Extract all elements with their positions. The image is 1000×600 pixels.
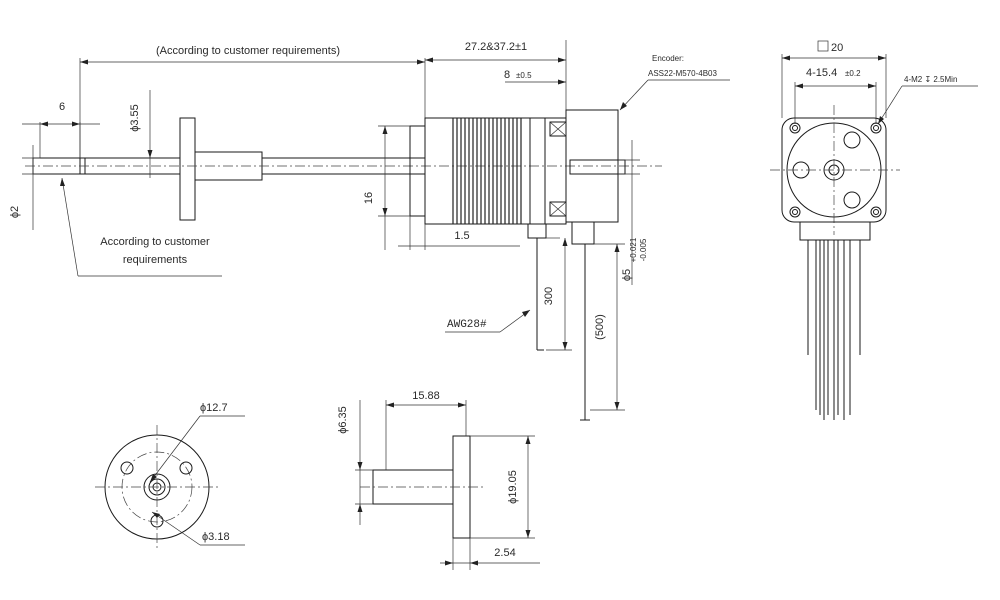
bearing-bottom bbox=[549, 201, 567, 217]
dim-1588: 15.88 bbox=[412, 390, 440, 402]
length-dim: 27.2&37.2±1 bbox=[465, 41, 527, 53]
customer-note-line2: requirements bbox=[123, 254, 188, 266]
thread-note: 4-M2 ↧ 2.5Min bbox=[904, 75, 957, 84]
dim-15: 1.5 bbox=[454, 230, 469, 242]
encoder-connector bbox=[571, 221, 595, 245]
dim-phi318: ϕ3.18 bbox=[202, 531, 230, 543]
customer-note-top: (According to customer requirements) bbox=[156, 45, 340, 57]
dim-300: 300 bbox=[543, 287, 555, 305]
nut-front-view: ϕ12.7 ϕ3.18 bbox=[95, 402, 245, 550]
motor-coil-fins bbox=[452, 118, 522, 224]
square-symbol bbox=[817, 40, 829, 52]
dim-phi127: ϕ12.7 bbox=[200, 402, 228, 414]
customer-note-line1: According to customer bbox=[100, 236, 210, 248]
nut-hole-2 bbox=[179, 461, 193, 475]
dim-phi635: ϕ6.35 bbox=[337, 406, 349, 434]
encoder-label: Encoder: bbox=[652, 54, 684, 63]
end-view: 20 4-15.4 ±0.2 4-M2 ↧ 2.5Min bbox=[770, 40, 978, 420]
dim-500: (500) bbox=[594, 314, 606, 340]
nut-flange-side bbox=[179, 117, 196, 221]
dim-phi2: ϕ2 bbox=[9, 206, 21, 218]
dim-hole-spacing-tol: ±0.2 bbox=[845, 69, 861, 78]
shaft-tip bbox=[32, 157, 86, 175]
dim-254: 2.54 bbox=[494, 547, 515, 559]
dim-8-tol: ±0.5 bbox=[516, 71, 532, 80]
bearing-top bbox=[549, 121, 567, 137]
end-hole-top bbox=[843, 131, 861, 149]
nut-side-view: ϕ6.35 15.88 ϕ19.05 2.54 bbox=[337, 390, 540, 570]
dim-hole-spacing: 4-15.4 bbox=[806, 67, 837, 79]
rear-shaft bbox=[569, 159, 626, 175]
wire-label: AWG28# bbox=[447, 319, 487, 331]
dim-phi5-tol-lower: -0.005 bbox=[639, 238, 648, 261]
dim-phi1905: ϕ19.05 bbox=[507, 470, 519, 504]
end-connector bbox=[799, 221, 871, 241]
motor-connector bbox=[527, 223, 547, 239]
dim-square20: 20 bbox=[831, 42, 843, 54]
dim-phi355: ϕ3.55 bbox=[129, 104, 141, 132]
dim-8: 8 bbox=[504, 69, 510, 81]
side-view: (According to customer requirements) 27.… bbox=[9, 40, 730, 421]
motor-front-boss bbox=[409, 125, 426, 217]
nut-hole-1 bbox=[120, 461, 134, 475]
dim-6: 6 bbox=[59, 101, 65, 113]
end-hole-bottom bbox=[843, 191, 861, 209]
dim-phi5-tol-upper: +0.021 bbox=[629, 237, 638, 262]
encoder-model: ASS22-M570-4B03 bbox=[648, 69, 717, 78]
dim-phi5: ϕ5 bbox=[621, 269, 633, 281]
dim-16: 16 bbox=[363, 192, 375, 204]
